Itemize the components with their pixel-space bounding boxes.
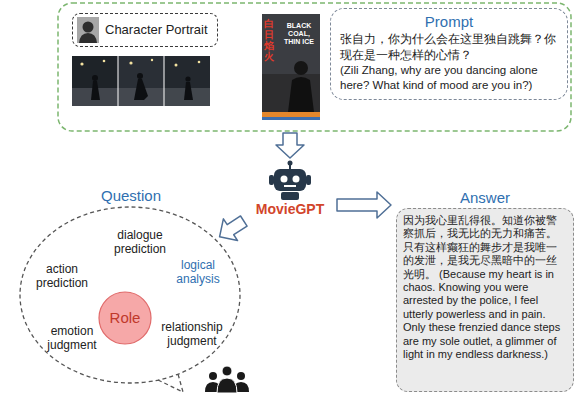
icon-part bbox=[262, 14, 320, 74]
answer-text: 因为我心里乱得很。知道你被警察抓后，我无比的无力和痛苦。只有这样癫狂的舞步才是我… bbox=[403, 214, 567, 361]
robot-icon bbox=[267, 160, 313, 200]
flow-arrow bbox=[276, 133, 304, 158]
icon-part bbox=[262, 117, 320, 120]
bubble-title: Question bbox=[18, 186, 244, 206]
icon-part bbox=[91, 81, 100, 100]
character-portrait-box: Character Portrait bbox=[72, 13, 218, 47]
poster-title: BLACK COAL, THIN ICE bbox=[280, 22, 318, 46]
icon-part bbox=[92, 75, 98, 81]
icon-part bbox=[99, 292, 151, 344]
icon-part bbox=[80, 62, 83, 65]
icon-part bbox=[77, 17, 99, 43]
portrait-photo bbox=[77, 17, 99, 43]
flow-arrow bbox=[220, 216, 248, 241]
icon-part bbox=[237, 372, 245, 380]
icon-part bbox=[175, 64, 178, 67]
icon-part bbox=[137, 73, 143, 79]
task-label: dialogue prediction bbox=[107, 228, 173, 256]
input-panel bbox=[58, 3, 571, 131]
movie-poster bbox=[262, 14, 320, 120]
prompt-box: Prompt张自力，你为什么会在这里独自跳舞？你现在是一种怎样的心情？(Zili… bbox=[330, 8, 568, 100]
icon-part bbox=[262, 14, 320, 120]
icon-part bbox=[83, 22, 94, 33]
answer-box: 因为我心里乱得很。知道你被警察抓后，我无比的无力和痛苦。只有这样癫狂的舞步才是我… bbox=[396, 208, 574, 392]
icon-part bbox=[281, 176, 288, 183]
icon-part bbox=[269, 175, 274, 185]
icon-part bbox=[134, 79, 148, 100]
icon-part bbox=[281, 192, 299, 200]
task-label: action prediction bbox=[29, 262, 95, 290]
poster-title: 白日焰火 bbox=[264, 18, 274, 62]
icon-part bbox=[209, 372, 217, 380]
icon-part bbox=[129, 61, 132, 64]
icon-part bbox=[164, 56, 165, 106]
icon-part bbox=[185, 76, 190, 81]
icon-part bbox=[284, 185, 296, 187]
icon-part bbox=[103, 60, 106, 63]
icon-part bbox=[184, 82, 193, 100]
task-label: logical analysis bbox=[168, 258, 228, 286]
bubble-outline bbox=[20, 207, 240, 383]
task-label: relationship judgment bbox=[154, 320, 230, 348]
prompt-translation: (Zili Zhang, why are you dancing alone h… bbox=[340, 63, 558, 92]
icon-part bbox=[198, 61, 201, 64]
box-title: Prompt bbox=[340, 12, 558, 32]
people-icon bbox=[205, 366, 249, 393]
model-node: MovieGPT bbox=[248, 160, 332, 222]
icon-part bbox=[274, 169, 306, 191]
icon-part bbox=[294, 61, 308, 75]
icon-part bbox=[222, 366, 232, 376]
node-label: Character Portrait bbox=[105, 22, 208, 38]
icon-part bbox=[262, 112, 320, 117]
box-title: Answer bbox=[396, 188, 574, 208]
icon-part bbox=[288, 161, 293, 166]
answer-node: Answer 因为我心里乱得很。知道你被警察抓后，我无比的无力和痛苦。只有这样癫狂… bbox=[396, 188, 574, 392]
icon-part bbox=[118, 56, 119, 106]
model-name: MovieGPT bbox=[248, 200, 332, 218]
icon-part bbox=[79, 33, 97, 43]
movie-stills bbox=[72, 56, 210, 106]
icon-part bbox=[217, 378, 237, 393]
icon-part bbox=[288, 77, 314, 112]
role-circle: Role bbox=[98, 291, 152, 345]
flow-arrow bbox=[337, 192, 391, 218]
icon-part bbox=[293, 176, 300, 183]
task-label: emotion judgment bbox=[42, 324, 102, 352]
icon-part bbox=[151, 59, 153, 61]
role-label: Role bbox=[110, 309, 141, 327]
icon-part bbox=[306, 175, 311, 185]
prompt-text: 张自力，你为什么会在这里独自跳舞？你现在是一种怎样的心情？ bbox=[340, 32, 558, 63]
